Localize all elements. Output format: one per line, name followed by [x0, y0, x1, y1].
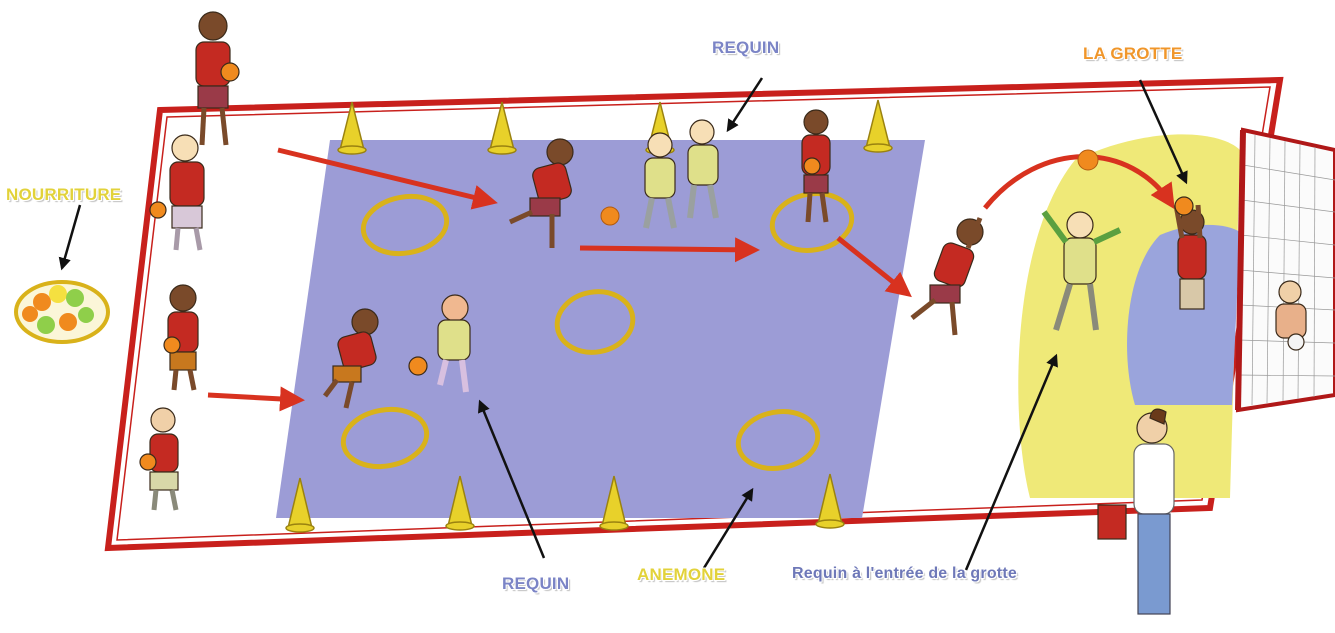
label-requin-entree: Requin à l'entrée de la grotte [792, 565, 1017, 583]
arrow [580, 248, 755, 250]
label-anemone: ANEMONE [637, 565, 725, 585]
label-la-grotte: LA GROTTE [1083, 44, 1182, 64]
label-requin-top: REQUIN [712, 38, 779, 58]
child-catcher [1175, 197, 1206, 309]
food-hoop [16, 282, 108, 342]
goal-net [1238, 130, 1335, 410]
ball [601, 207, 619, 225]
label-requin-bottom: REQUIN [502, 574, 569, 594]
label-nourriture: NOURRITURE [6, 185, 121, 205]
ball-in-flight [1078, 150, 1098, 170]
